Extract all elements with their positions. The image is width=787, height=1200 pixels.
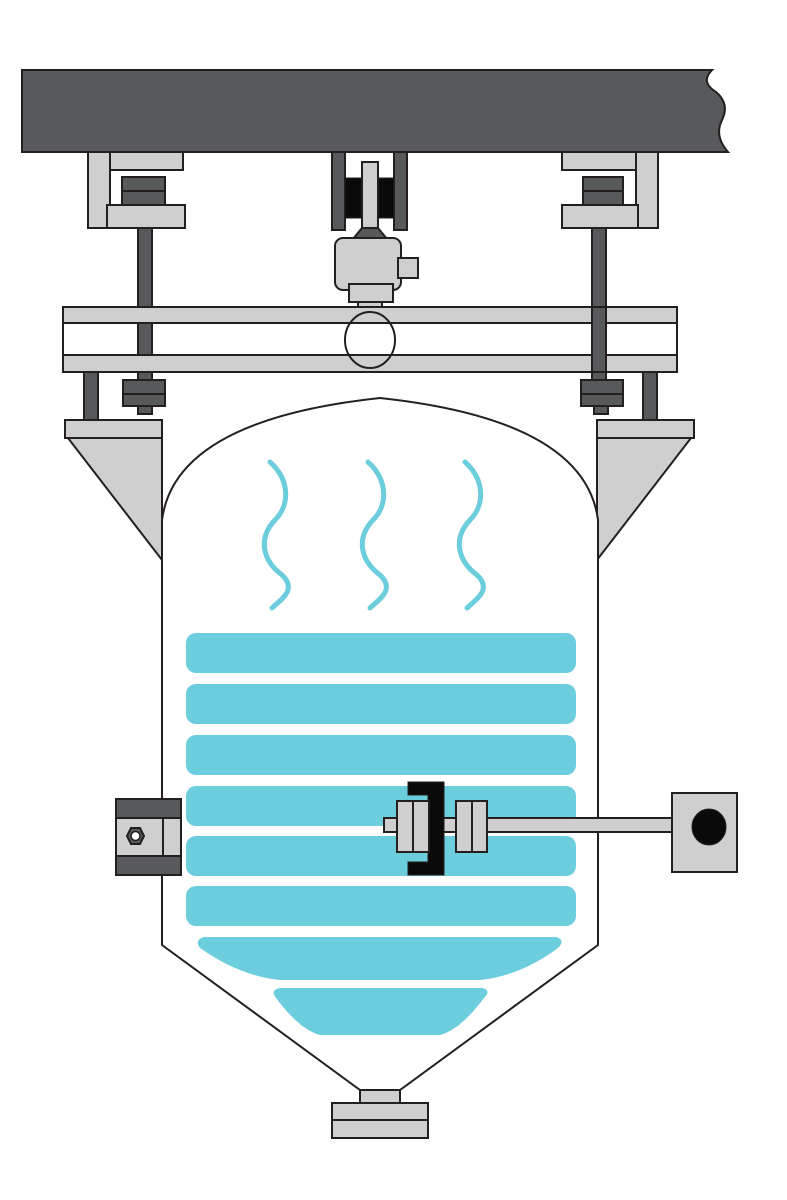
bottom-outlet xyxy=(331,1089,429,1139)
agitator-motor xyxy=(331,151,419,308)
liquid-layers xyxy=(186,633,576,1035)
right-support-gusset xyxy=(596,419,695,563)
side-clamp xyxy=(115,798,182,876)
support-frame xyxy=(62,306,678,373)
agitator-shaft-assembly xyxy=(383,781,738,876)
lower-nuts xyxy=(83,371,658,421)
ceiling-beam xyxy=(21,69,731,153)
left-support-gusset xyxy=(64,419,163,563)
vapor-waves xyxy=(261,459,486,611)
